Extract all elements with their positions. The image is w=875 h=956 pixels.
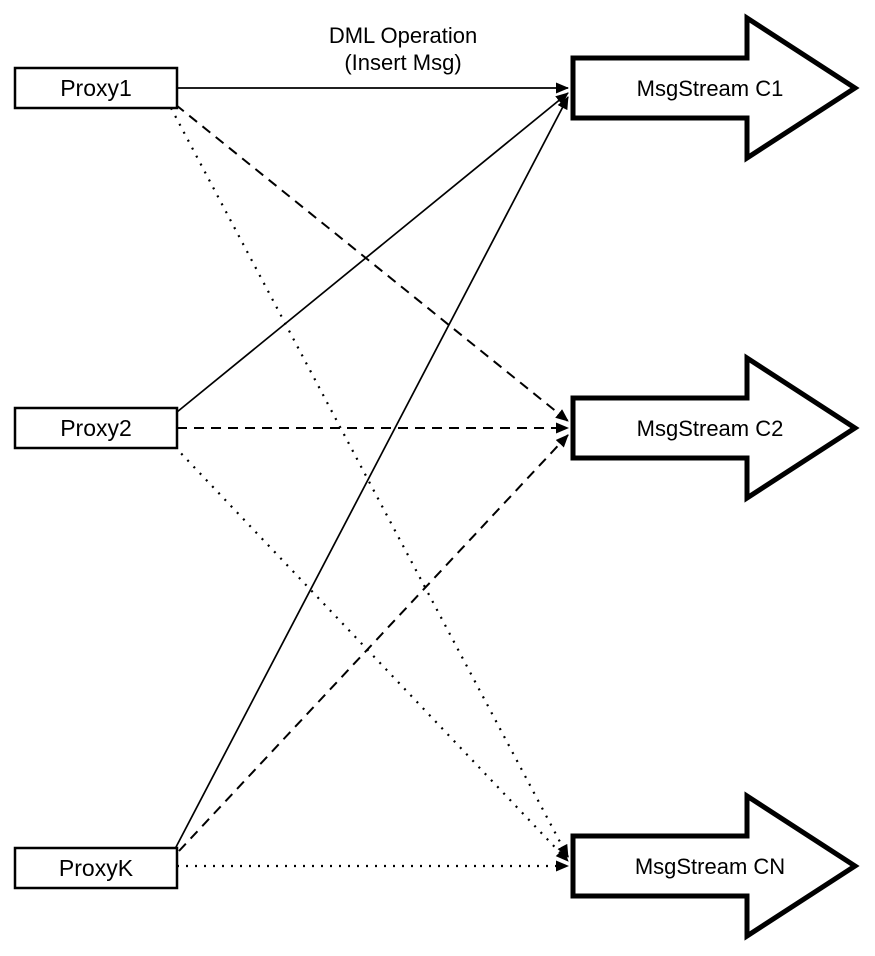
node-proxy1: Proxy1: [13, 66, 179, 110]
edge-proxy1-cn-dotted: [170, 107, 569, 858]
edge-proxy2-cn-dotted: [174, 446, 569, 862]
msgstream-cn-arrow: [570, 791, 860, 941]
node-msgstream-c1: MsgStream C1: [570, 13, 860, 163]
caption-line1: DML Operation: [329, 23, 477, 48]
proxy1-box: [13, 66, 179, 110]
edge-proxy1-c2-dashed: [175, 104, 569, 422]
msgstream-c2-label: MsgStream C2: [637, 416, 784, 441]
node-proxyk: ProxyK: [13, 846, 179, 890]
msgstream-c1-arrow: [570, 13, 860, 163]
edge-proxyk-c2-dashed: [178, 434, 569, 852]
proxy2-box: [13, 406, 179, 450]
proxyk-label: ProxyK: [59, 855, 134, 881]
msgstream-cn-label: MsgStream CN: [635, 854, 785, 879]
edge-proxy2-c1-solid: [176, 92, 569, 413]
node-msgstream-cn: MsgStream CN: [570, 791, 860, 941]
node-msgstream-c2: MsgStream C2: [570, 353, 860, 503]
msgstream-c2-arrow: [570, 353, 860, 503]
caption-line2: (Insert Msg): [344, 50, 461, 75]
msgstream-c1-label: MsgStream C1: [637, 76, 784, 101]
proxy2-label: Proxy2: [60, 415, 132, 441]
node-proxy2: Proxy2: [13, 406, 179, 450]
edge-proxyk-c1-solid: [174, 96, 569, 850]
proxyk-box: [13, 846, 179, 890]
proxy1-label: Proxy1: [60, 75, 132, 101]
